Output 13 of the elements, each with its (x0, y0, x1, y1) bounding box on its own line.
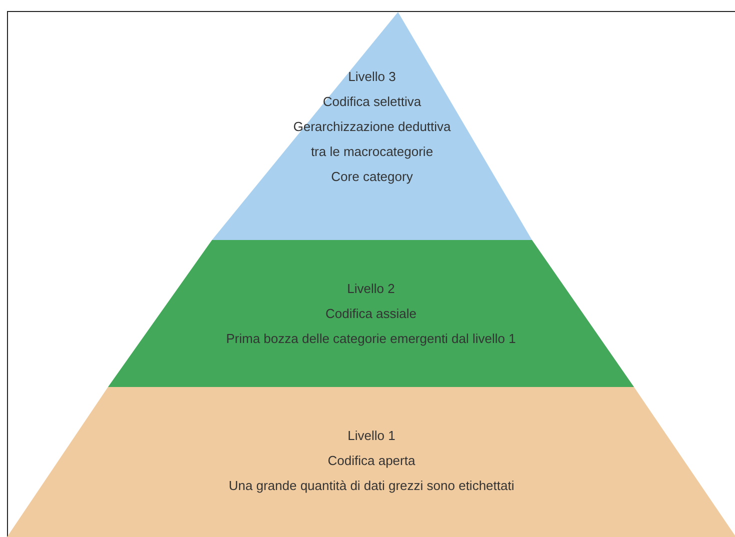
level-description: Prima bozza delle categorie emergenti dal livello 1 (226, 330, 516, 348)
pyramid-level (212, 12, 532, 240)
level-description: Gerarchizzazione deduttiva tra le macrocategorie (292, 118, 452, 161)
pyramid-level (7, 387, 735, 537)
level-heading: Livello 1 (348, 427, 396, 445)
level-heading: Livello 3 (348, 68, 396, 86)
level-heading: Livello 2 (347, 280, 395, 298)
level-description: Core category (331, 168, 413, 186)
pyramid-level (108, 240, 634, 387)
level-description: Una grande quantità di dati grezzi sono etichettati (228, 477, 514, 495)
level-description: Codifica assiale (325, 305, 417, 323)
level-description: Codifica aperta (328, 452, 416, 470)
level-description: Codifica selettiva (322, 93, 422, 111)
